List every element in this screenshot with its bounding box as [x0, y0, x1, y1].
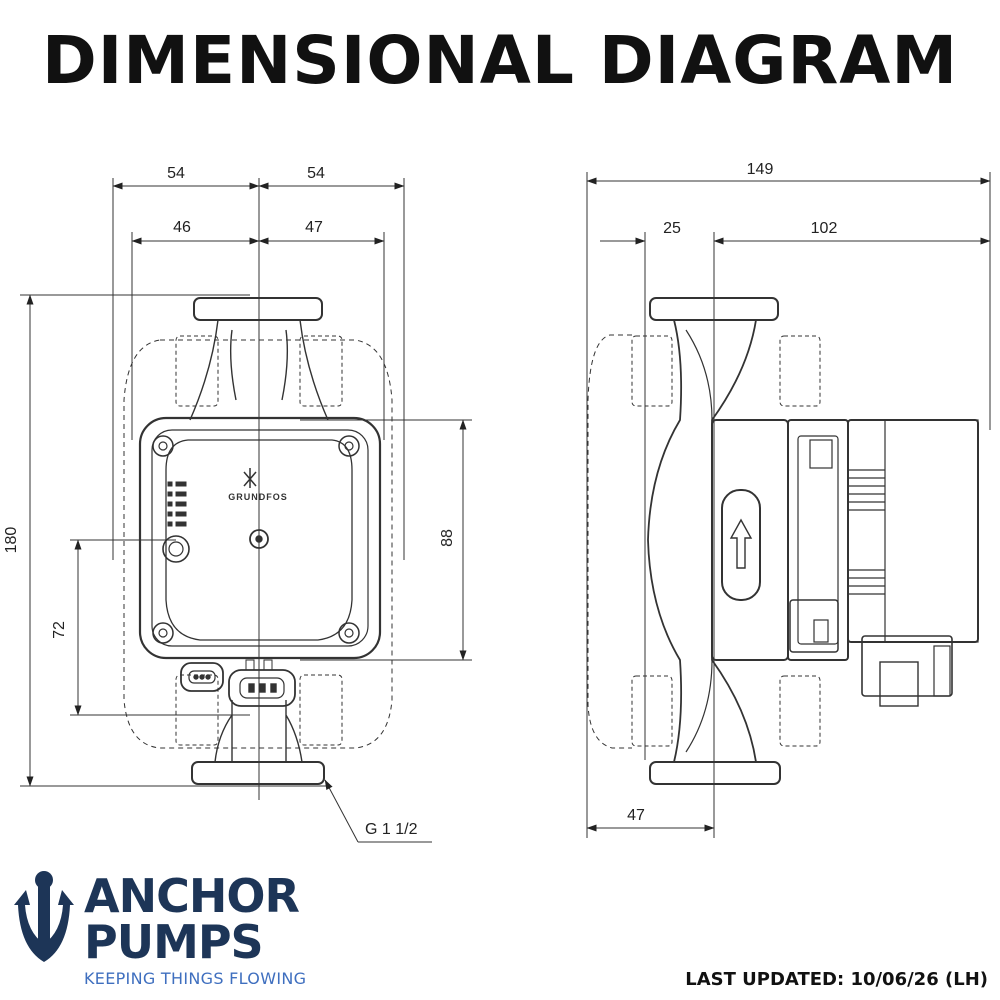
front-dimension-labels: 54 54 46 47 180 72 88 G 1 1/2 GRUNDFOS: [3, 165, 456, 838]
front-housing-outline: [123, 339, 393, 749]
mode-indicators: [167, 481, 187, 527]
front-connector-large: [228, 669, 296, 707]
flow-arrow-icon: [729, 518, 753, 569]
screw-tl: [152, 435, 174, 457]
dim-label-mid-right: 47: [305, 219, 323, 236]
dim-label-motor-length: 102: [811, 220, 838, 237]
front-display-panel: [165, 439, 353, 641]
control-button: [162, 535, 190, 563]
dim-label-left-offset: 25: [663, 220, 681, 237]
anchor-icon: [14, 871, 74, 962]
side-motor-plate: [787, 419, 849, 661]
side-flow-window: [721, 489, 761, 601]
screw-br: [338, 622, 360, 644]
side-dashed-block-br: [779, 675, 821, 747]
dim-label-width-total: 149: [747, 161, 774, 178]
screw-bl: [152, 622, 174, 644]
screw-tr: [338, 435, 360, 457]
front-dashed-block-tr: [299, 335, 343, 407]
side-dimensions: [586, 172, 991, 838]
side-pump-body: [647, 319, 757, 763]
side-view: [587, 297, 979, 785]
dim-label-top-left: 54: [167, 165, 185, 182]
brand-line1: ANCHOR: [84, 869, 299, 923]
side-dimension-labels: 149 25 102 47: [627, 161, 837, 824]
front-upper-neck: [189, 319, 329, 421]
brand-line2: PUMPS: [84, 915, 263, 969]
thread-label: G 1 1/2: [365, 821, 418, 838]
front-dashed-block-br: [299, 674, 343, 746]
side-connector: [861, 635, 953, 697]
front-dashed-block-tl: [175, 335, 219, 407]
front-control-inner: [151, 429, 369, 647]
brand-tagline: KEEPING THINGS FLOWING: [84, 969, 306, 988]
page-title: DIMENSIONAL DIAGRAM: [41, 22, 959, 99]
dim-label-mid-left: 46: [173, 219, 191, 236]
side-cooling-fins: [848, 469, 885, 595]
front-top-flange: [193, 297, 323, 321]
front-view: [123, 297, 393, 785]
dim-label-top-right: 54: [307, 165, 325, 182]
dim-label-height-total: 180: [3, 527, 20, 554]
front-lower-neck: [214, 700, 303, 763]
side-bottom-flange: [649, 761, 781, 785]
brand-logo: ANCHOR PUMPS KEEPING THINGS FLOWING: [14, 869, 306, 988]
front-dimensions: [20, 178, 472, 843]
side-dashed-block-bl: [631, 675, 673, 747]
dim-label-height-control: 88: [439, 529, 456, 547]
front-bottom-flange: [191, 761, 325, 785]
dim-label-base-offset: 47: [627, 807, 645, 824]
last-updated-label: LAST UPDATED: 10/06/26 (LH): [685, 969, 988, 990]
front-control-box: [138, 416, 382, 660]
side-dashed-block-tr: [779, 335, 821, 407]
grundfos-mark-icon: [243, 468, 257, 488]
front-connector-small: [180, 662, 224, 692]
side-dashed-block-tl: [631, 335, 673, 407]
side-housing-outline: [587, 334, 632, 749]
dim-label-height-lower: 72: [51, 621, 68, 639]
side-motor-head: [847, 419, 979, 643]
panel-logo-text: GRUNDFOS: [228, 492, 288, 502]
side-motor-housing: [711, 419, 789, 661]
